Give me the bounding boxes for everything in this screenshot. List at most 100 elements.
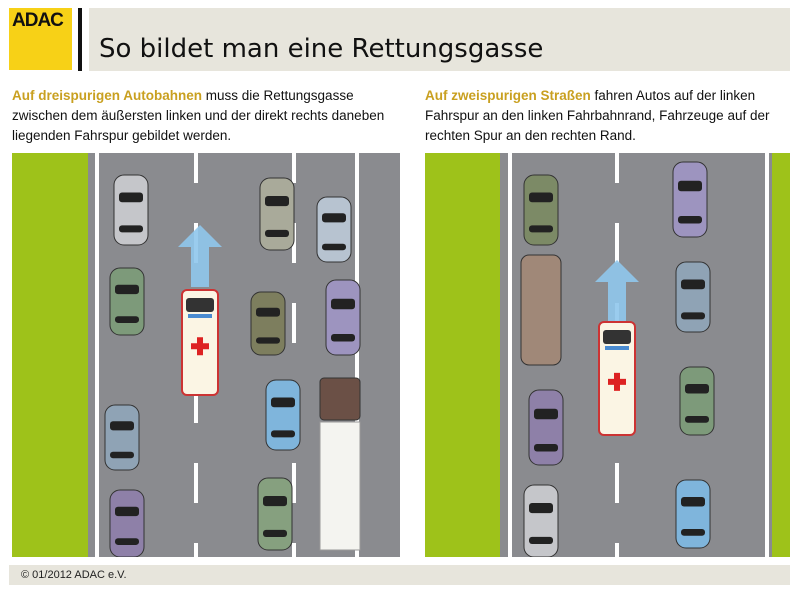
rear-window (331, 334, 355, 342)
car (316, 196, 352, 263)
grass-strip (772, 153, 790, 557)
car (109, 267, 145, 336)
car-body (259, 177, 295, 251)
car-body (672, 161, 708, 238)
car-body (109, 489, 145, 557)
rear-window (534, 444, 558, 452)
solid-lane-line (765, 153, 769, 557)
dashed-lane-line (194, 153, 198, 183)
rear-window (265, 229, 289, 238)
windshield (256, 307, 280, 317)
divider (78, 8, 82, 71)
windshield (119, 192, 143, 203)
rear-window (529, 225, 553, 233)
rear-window (110, 451, 134, 459)
road-svg (12, 153, 400, 557)
car (113, 174, 149, 246)
car (257, 477, 293, 551)
car-body (265, 379, 301, 451)
rear-window (681, 528, 705, 536)
car-body (523, 174, 559, 246)
windshield (681, 497, 705, 507)
three-lane-highway-diagram (12, 153, 400, 557)
car-body (104, 404, 140, 471)
windshield (186, 298, 214, 312)
grass-strip (12, 153, 88, 557)
car-body (528, 389, 564, 466)
direction-arrow-icon (595, 260, 639, 322)
rear-window (271, 430, 295, 438)
car-body (250, 291, 286, 356)
car (265, 379, 301, 451)
windshield (534, 408, 558, 420)
car (675, 479, 711, 549)
adac-logo: ADAC (9, 8, 72, 70)
car (523, 174, 559, 246)
car (528, 389, 564, 466)
blue-light (605, 346, 629, 350)
dashed-lane-line (615, 463, 619, 503)
rear-window (681, 312, 705, 320)
ambulance (181, 289, 219, 396)
car (250, 291, 286, 356)
windshield (115, 284, 139, 295)
direction-arrow-icon (178, 225, 222, 287)
windshield (529, 503, 553, 514)
car-body (679, 366, 715, 436)
truck-trailer (319, 421, 361, 551)
rear-window (678, 216, 702, 224)
road-svg (425, 153, 790, 557)
windshield (529, 192, 553, 203)
dashed-lane-line (194, 543, 198, 557)
car (104, 404, 140, 471)
windshield (322, 213, 346, 223)
car-body (109, 267, 145, 336)
dashed-lane-line (615, 543, 619, 557)
dashed-lane-line (194, 463, 198, 503)
car-body (675, 261, 711, 333)
dashed-lane-line (615, 153, 619, 183)
windshield (271, 397, 295, 408)
windshield (685, 384, 709, 394)
footer: © 01/2012 ADAC e.V. (9, 565, 790, 585)
rear-window (685, 415, 709, 423)
rear-window (529, 536, 553, 545)
dashed-lane-line (615, 223, 619, 263)
dashed-lane-line (292, 463, 296, 503)
windshield (110, 421, 134, 431)
dashed-lane-line (292, 543, 296, 557)
car (259, 177, 295, 251)
solid-lane-line (95, 153, 99, 557)
car (109, 489, 145, 557)
car (675, 261, 711, 333)
dashed-lane-line (292, 153, 296, 183)
windshield (115, 506, 139, 517)
car-body (257, 477, 293, 551)
ambulance (598, 321, 636, 436)
truck-cab (319, 377, 361, 421)
title-bar: So bildet man eine Rettungsgasse (89, 8, 790, 71)
solid-lane-line (508, 153, 512, 557)
car-body (325, 279, 361, 356)
rear-window (115, 316, 139, 323)
car (523, 484, 559, 557)
car-body (523, 484, 559, 557)
solid-lane-line (355, 153, 359, 557)
page-title: So bildet man eine Rettungsgasse (99, 34, 544, 64)
car (672, 161, 708, 238)
windshield (265, 196, 289, 207)
right-description: Auf zweispurigen Straßen fahren Autos au… (425, 88, 770, 143)
dashed-lane-line (194, 383, 198, 423)
windshield (263, 496, 287, 507)
rear-window (256, 337, 280, 344)
grass-strip (425, 153, 500, 557)
rear-window (322, 243, 346, 251)
two-lane-road-diagram (425, 153, 790, 557)
red-cross-icon (191, 343, 209, 350)
rear-window (119, 225, 143, 233)
windshield (331, 298, 355, 310)
windshield (681, 279, 705, 290)
car (325, 279, 361, 356)
car-body (675, 479, 711, 549)
left-description: Auf dreispurigen Autobahnen muss die Ret… (12, 88, 385, 143)
